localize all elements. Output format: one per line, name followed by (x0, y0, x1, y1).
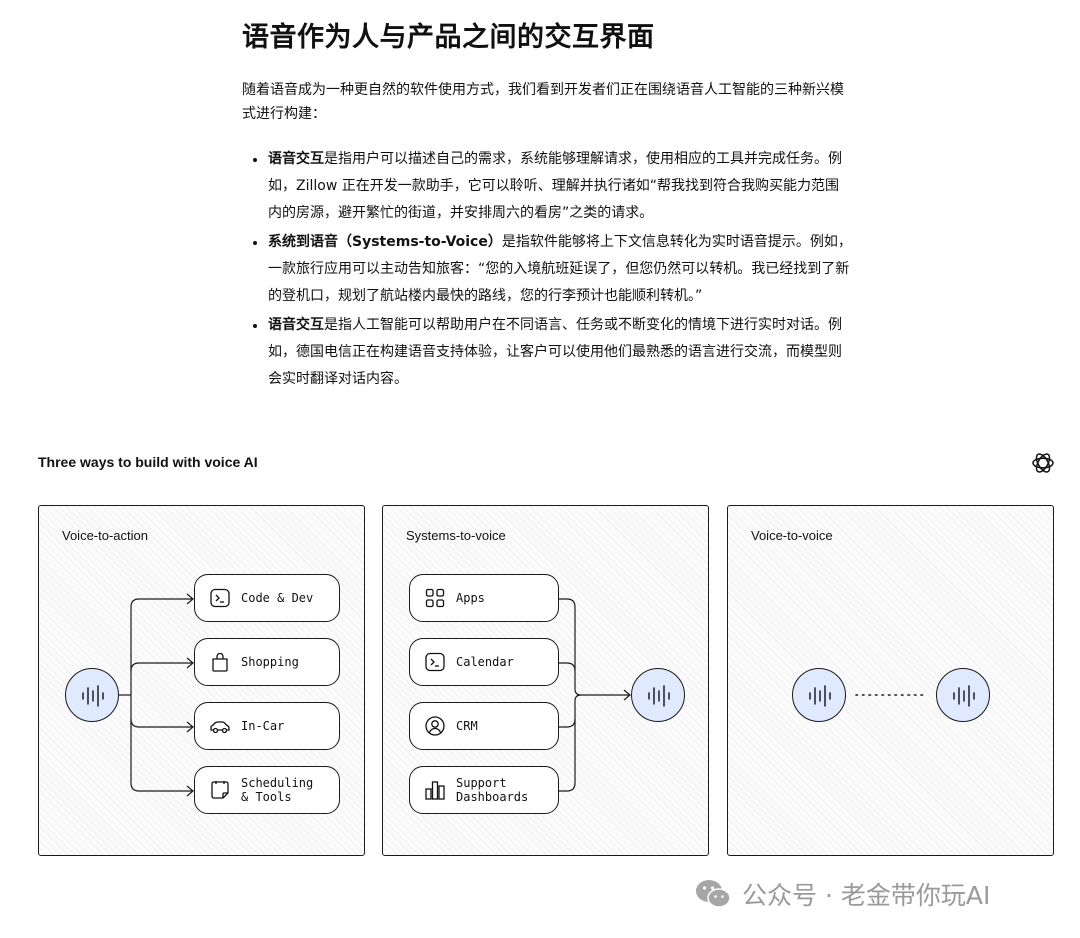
bullet-text: 是指人工智能可以帮助用户在不同语言、任务或不断变化的情境下进行实时对话。例如，德… (268, 317, 842, 387)
list-item: 系统到语音（Systems-to-Voice）是指软件能够将上下文信息转化为实时… (253, 229, 852, 310)
bullet-text: 是指软件能够将上下文信息转化为实时语音提示。例如，一款旅行应用可以主动告知旅客：… (268, 234, 852, 304)
dotted-connector (855, 694, 927, 696)
article: 语音作为人与产品之间的交互界面 随着语音成为一种更自然的软件使用方式，我们看到开… (242, 18, 852, 395)
node-scheduling-tools: Scheduling & Tools (194, 766, 340, 814)
list-item: 语音交互是指人工智能可以帮助用户在不同语言、任务或不断变化的情境下进行实时对话。… (253, 312, 852, 393)
terminal-icon (210, 588, 230, 608)
node-label: CRM (456, 719, 478, 733)
connector-lines (119, 593, 194, 797)
wechat-icon (696, 880, 731, 908)
openai-logo-icon (1032, 453, 1054, 473)
panel-voice-to-action: Voice-to-action Code & Dev Shopping In- (38, 505, 365, 856)
user-circle-icon (425, 716, 445, 736)
bullet-text: 是指用户可以描述自己的需求，系统能够理解请求，使用相应的工具并完成任务。例如，Z… (268, 151, 842, 221)
node-label: Code & Dev (241, 591, 314, 605)
node-shopping: Shopping (194, 638, 340, 686)
panel-title: Systems-to-voice (406, 528, 506, 543)
panel-systems-to-voice: Systems-to-voice Apps Calendar CRM Suppo… (382, 505, 709, 856)
panel-voice-to-voice: Voice-to-voice (727, 505, 1054, 856)
node-apps: Apps (409, 574, 559, 622)
bullet-list: 语音交互是指用户可以描述自己的需求，系统能够理解请求，使用相应的工具并完成任务。… (242, 146, 852, 393)
node-label: Apps (456, 591, 485, 605)
panel-title: Voice-to-voice (751, 528, 833, 543)
list-item: 语音交互是指用户可以描述自己的需求，系统能够理解请求，使用相应的工具并完成任务。… (253, 146, 852, 227)
diagram-title: Three ways to build with voice AI (38, 454, 258, 470)
page-title: 语音作为人与产品之间的交互界面 (242, 22, 655, 53)
voice-wave-icon (65, 668, 119, 722)
node-label: Support Dashboards (456, 776, 529, 804)
apps-grid-icon (425, 588, 445, 608)
note-icon (211, 781, 229, 799)
bullet-term: 语音交互 (268, 151, 324, 167)
node-calendar: Calendar (409, 638, 559, 686)
terminal-icon (425, 652, 445, 672)
connector-lines (559, 598, 631, 792)
node-label: Scheduling & Tools (241, 776, 314, 804)
voice-wave-icon (936, 668, 990, 722)
node-support-dashboards: Support Dashboards (409, 766, 559, 814)
node-label: Calendar (456, 655, 514, 669)
watermark-text: 公众号 · 老金带你玩AI (742, 881, 991, 910)
node-in-car: In-Car (194, 702, 340, 750)
shopping-bag-icon (212, 652, 228, 672)
node-code-dev: Code & Dev (194, 574, 340, 622)
panel-title: Voice-to-action (62, 528, 148, 543)
watermark: 公众号 · 老金带你玩AI (694, 876, 990, 912)
voice-wave-icon (631, 668, 685, 722)
bullet-term: 系统到语音（Systems-to-Voice） (268, 234, 502, 250)
bullet-term: 语音交互 (268, 317, 324, 333)
voice-wave-icon (792, 668, 846, 722)
intro-paragraph: 随着语音成为一种更自然的软件使用方式，我们看到开发者们正在围绕语音人工智能的三种… (242, 82, 844, 122)
bar-chart-icon (425, 781, 445, 800)
car-icon (210, 721, 230, 734)
node-label: Shopping (241, 655, 299, 669)
node-crm: CRM (409, 702, 559, 750)
node-label: In-Car (241, 719, 285, 733)
